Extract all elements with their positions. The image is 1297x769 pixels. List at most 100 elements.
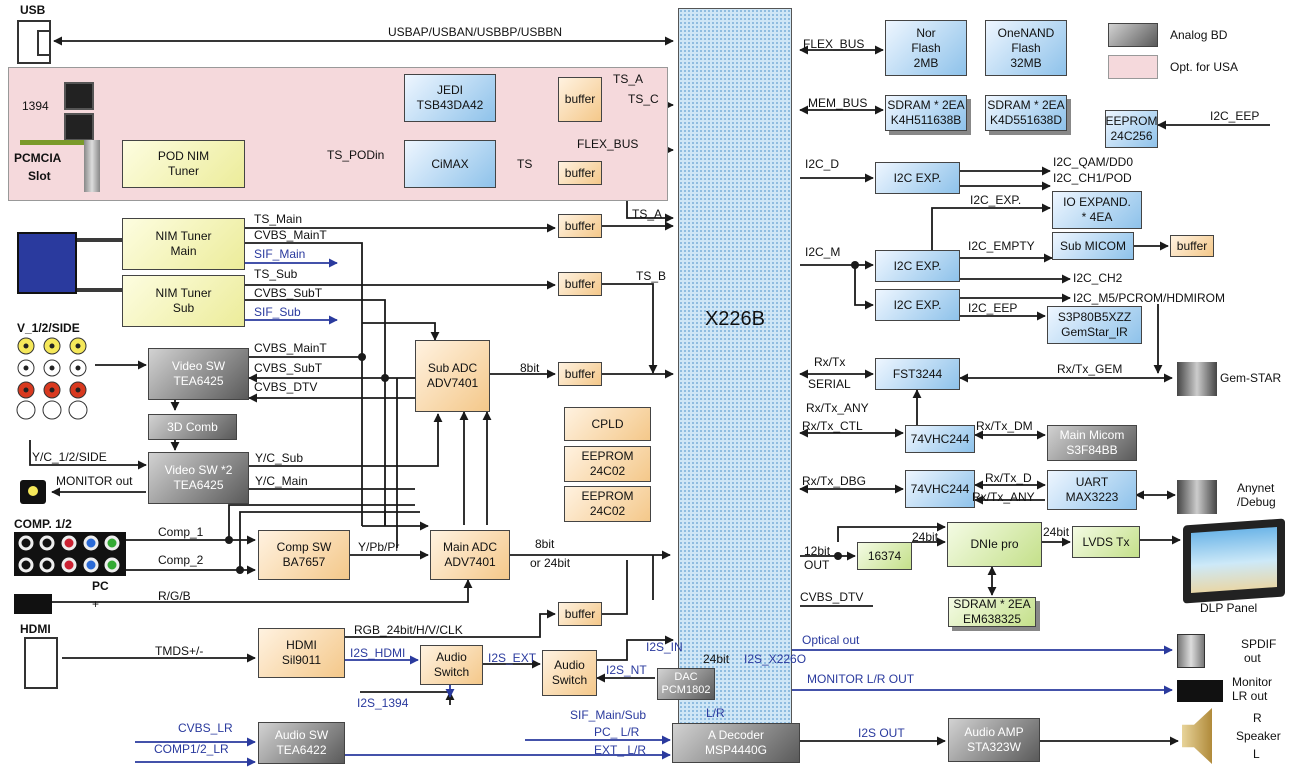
1394-port-icon: [64, 82, 94, 110]
io-expander: IO EXPAND.* 4EA: [1052, 191, 1142, 229]
yc-side-signal: Y/C_1/2/SIDE: [32, 450, 107, 464]
tuner-rf-connector-icon: [17, 232, 77, 294]
comp-1-signal: Comp_1: [158, 525, 204, 539]
i2c-m5-signal: I2C_M5/PCROM/HDMIROM: [1073, 291, 1226, 305]
8bit-signal: 8bit: [520, 361, 540, 375]
i2c-exp-signal: I2C_EXP.: [970, 193, 1022, 207]
i2s-out-signal: I2S OUT: [858, 726, 905, 740]
comp-label: COMP. 1/2: [14, 517, 72, 531]
8-or-24bit-signal: 8bit: [535, 537, 555, 551]
buffer-cimax: buffer: [558, 161, 602, 185]
24bit-signal-3: 24bit: [1043, 525, 1070, 539]
cvbs-dtv-out-signal: CVBS_DTV: [800, 590, 864, 604]
i2c-eep-signal-2: I2C_EEP: [968, 301, 1018, 315]
fst3244: FST3244: [875, 358, 960, 390]
pcmcia-card-icon: [20, 140, 84, 145]
cvbs-dtv-signal: CVBS_DTV: [254, 380, 318, 394]
rx-tx-serial-signal: SERIAL: [808, 377, 851, 391]
pc-plus-label: +: [92, 597, 100, 611]
74vhc244-b: 74VHC244: [905, 470, 975, 508]
comp12-lr-signal: COMP1/2_LR: [154, 742, 229, 756]
speaker-label: L: [1253, 747, 1260, 761]
pcmcia-label: Slot: [28, 169, 51, 183]
anynet-connector-icon: [1177, 480, 1217, 514]
12bit-out-signal: OUT: [804, 558, 830, 572]
buffer-ts-main: buffer: [558, 214, 602, 238]
1394-port-icon: [64, 113, 94, 141]
flex-bus-signal: FLEX_BUS: [577, 137, 639, 151]
buffer-adc: buffer: [558, 362, 602, 386]
i2c-exp-1: I2C EXP.: [875, 162, 960, 194]
cpld: CPLD: [564, 407, 651, 441]
hdmi-label: HDMI: [20, 622, 51, 636]
pcmcia-slot-icon: [84, 140, 100, 192]
i2s-x226o-signal: I2S_X226O: [744, 652, 807, 666]
legend-usa-swatch: [1108, 55, 1158, 79]
pc-audio-jack-icon: [14, 594, 52, 614]
yc-main-signal: Y/C_Main: [255, 474, 308, 488]
sub-micom: Sub MICOM: [1052, 232, 1134, 260]
ts-signal: TS: [517, 157, 533, 171]
legend-usa-label: Opt. for USA: [1170, 60, 1239, 74]
dlp-panel-label: DLP Panel: [1200, 601, 1258, 615]
cvbs-maint-signal-2: CVBS_MainT: [254, 341, 327, 355]
spdif-connector-icon: [1177, 634, 1205, 668]
rx-tx-serial-signal: Rx/Tx: [814, 355, 846, 369]
legend-analog-swatch: [1108, 23, 1158, 47]
ic-16374: 16374: [857, 542, 912, 570]
av-jack-icons: [16, 337, 88, 420]
24bit-audio-signal: 24bit: [703, 652, 730, 666]
ts-a-signal-2: TS_A: [632, 207, 663, 221]
rx-tx-d-signal: Rx/Tx_D: [985, 471, 1032, 485]
lr-signal: L/R: [706, 706, 725, 720]
dnie-pro: DNIe pro: [947, 522, 1042, 567]
component-jack-icons: [14, 532, 126, 576]
monitor-out-signal: MONITOR out: [56, 474, 133, 488]
cvbs-subt-signal: CVBS_SubT: [254, 286, 323, 300]
comp-2-signal: Comp_2: [158, 553, 204, 567]
cvbs-lr-signal: CVBS_LR: [178, 721, 233, 735]
spdif-label: out: [1244, 651, 1261, 665]
24bit-signal-2: 24bit: [912, 530, 939, 544]
usb-label: USB: [20, 3, 46, 17]
legend-analog-label: Analog BD: [1170, 28, 1228, 42]
rx-tx-any-signal: Rx/Tx_ANY: [806, 401, 869, 415]
rx-tx-gem-signal: Rx/Tx_GEM: [1057, 362, 1123, 376]
pc-lr-signal: PC_ L/R: [594, 725, 640, 739]
monitor-lr-label: Monitor: [1232, 675, 1273, 689]
ypbpr-signal: Y/Pb/Pr: [358, 540, 400, 554]
i2c-m-signal: I2C_M: [805, 245, 841, 259]
x226b-chip: [678, 8, 792, 760]
anynet-label: /Debug: [1237, 495, 1276, 509]
i2c-eep-signal: I2C_EEP: [1210, 109, 1260, 123]
ts-c-signal: TS_C: [628, 92, 659, 106]
optical-out-signal: Optical out: [802, 633, 860, 647]
buffer-1394: buffer: [558, 77, 602, 122]
buffer-ts-sub: buffer: [558, 272, 602, 296]
gemstar-connector-icon: [1177, 362, 1217, 396]
mem-bus-signal: MEM_BUS: [808, 96, 868, 110]
i2c-qam-signal: I2C_QAM/DD0: [1053, 155, 1134, 169]
i2s-nt-signal: I2S_NT: [606, 663, 647, 677]
ts-sub-signal: TS_Sub: [254, 267, 298, 281]
ext-lr-signal: EXT_ L/R: [594, 743, 647, 757]
cvbs-maint-signal: CVBS_MainT: [254, 228, 327, 242]
